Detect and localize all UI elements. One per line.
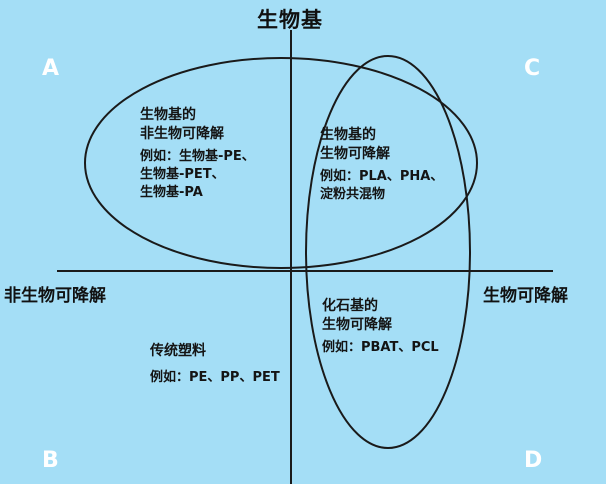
axis-label-non-biodegradable: 非生物可降解 [4,286,106,306]
quadrant-c-example-line: 例如：PLA、PHA、 [320,169,444,184]
quadrant-d-text: 化石基的 生物可降解 例如：PBAT、PCL [322,297,439,357]
quadrant-a-text: 生物基的 非生物可降解 例如：生物基-PE、 生物基-PET、 生物基-PA [140,106,255,202]
axis-label-biobased: 生物基 [257,8,323,32]
quadrant-b-example-line: 例如：PE、PP、PET [150,370,280,385]
quadrant-a-example-line: 生物基-PA [140,185,203,200]
quadrant-a-title-line: 非生物可降解 [140,126,224,142]
quadrant-d-title-line: 生物可降解 [322,317,392,333]
corner-label-d: D [524,448,543,473]
spacer [150,361,280,369]
biodegradable-ellipse [305,55,471,449]
quadrant-c-text: 生物基的 生物可降解 例如：PLA、PHA、 淀粉共混物 [320,126,443,204]
quadrant-c-example-line: 淀粉共混物 [320,187,386,202]
quadrant-a-example-line: 生物基-PET、 [140,167,225,182]
quadrant-b-title-line: 传统塑料 [150,343,206,359]
corner-label-c: C [524,56,541,81]
quadrant-c-title-line: 生物基的 [320,127,376,143]
quadrant-d-example-line: 例如：PBAT、PCL [322,340,439,355]
biobased-ellipse [84,57,478,269]
corner-label-b: B [42,448,59,473]
axis-label-biodegradable: 生物可降解 [483,286,568,306]
quadrant-c-title-line: 生物可降解 [320,146,390,162]
quadrant-a-example-line: 例如：生物基-PE、 [140,149,255,164]
quadrant-b-text: 传统塑料 例如：PE、PP、PET [150,342,280,387]
quadrant-a-title-line: 生物基的 [140,107,196,123]
quadrant-d-title-line: 化石基的 [322,298,378,314]
corner-label-a: A [42,56,60,81]
